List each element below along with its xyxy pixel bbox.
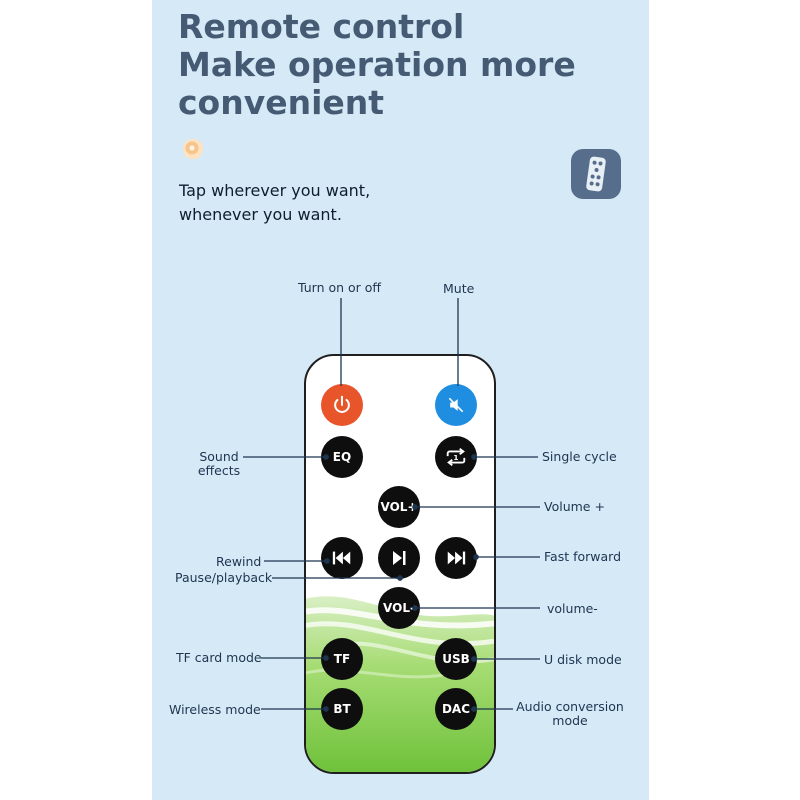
- label-tf-card-mode: TF card mode: [176, 650, 262, 665]
- volume-down-button[interactable]: VOL-: [378, 587, 420, 629]
- label-u-disk-mode: U disk mode: [544, 652, 622, 667]
- title-line-1: Remote control: [178, 7, 465, 46]
- fast-forward-icon: [447, 551, 466, 565]
- rewind-icon: [332, 551, 351, 565]
- remote-icon: [571, 149, 621, 199]
- fast-forward-button[interactable]: [435, 537, 477, 579]
- label-rewind: Rewind: [216, 554, 262, 569]
- label-volume-down: volume-: [547, 601, 598, 616]
- bt-button[interactable]: BT: [321, 688, 363, 730]
- play-pause-icon: [393, 551, 406, 565]
- volume-up-button[interactable]: VOL+: [378, 486, 420, 528]
- title-line-2: Make operation more: [178, 45, 576, 84]
- power-icon: [334, 395, 350, 413]
- label-wireless-mode: Wireless mode: [169, 702, 261, 717]
- label-volume-up: Volume +: [544, 499, 605, 514]
- tagline-line-1: Tap wherever you want,: [179, 181, 371, 200]
- label-audio-conversion-mode: Audio conversion mode: [516, 699, 624, 728]
- decorative-dot-icon: [183, 139, 203, 159]
- tagline-line-2: whenever you want.: [179, 205, 342, 224]
- page-title: Remote control Make operation more conve…: [178, 8, 638, 122]
- eq-button[interactable]: EQ: [321, 436, 363, 478]
- svg-text:1: 1: [453, 453, 458, 462]
- label-power: Turn on or off: [298, 280, 382, 295]
- title-line-3: convenient: [178, 83, 385, 122]
- power-button[interactable]: [321, 384, 363, 426]
- play-pause-button[interactable]: [378, 537, 420, 579]
- single-cycle-button[interactable]: 1: [435, 436, 477, 478]
- label-pause-playback: Pause/playback: [175, 570, 273, 585]
- repeat-one-icon: 1: [446, 447, 466, 467]
- mute-icon: [448, 397, 464, 413]
- rewind-button[interactable]: [321, 537, 363, 579]
- label-single-cycle: Single cycle: [542, 449, 617, 464]
- usb-button[interactable]: USB: [435, 638, 477, 680]
- label-sound-effects: Sound effects: [197, 449, 241, 478]
- tagline: Tap wherever you want, whenever you want…: [179, 179, 370, 227]
- tf-button[interactable]: TF: [321, 638, 363, 680]
- label-mute: Mute: [443, 281, 475, 296]
- mute-button[interactable]: [435, 384, 477, 426]
- dac-button[interactable]: DAC: [435, 688, 477, 730]
- label-fast-forward: Fast forward: [544, 549, 622, 564]
